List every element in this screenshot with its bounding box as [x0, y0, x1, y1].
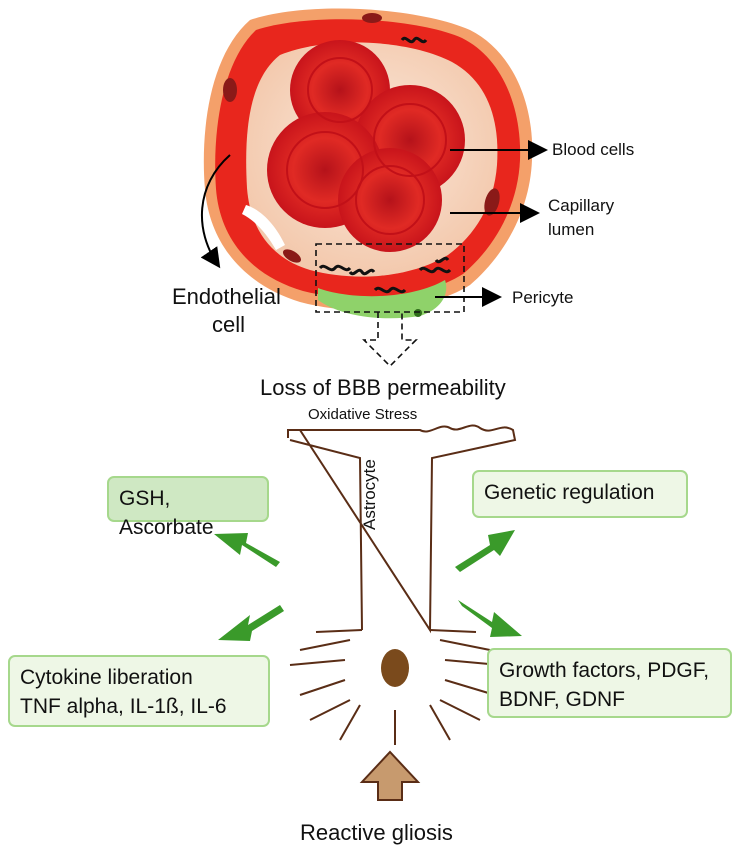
cytokine-box: Cytokine liberation TNF alpha, IL-1ß, IL… — [8, 655, 270, 727]
genetic-box: Genetic regulation — [472, 470, 688, 518]
astrocyte-icon — [287, 424, 517, 745]
growth-line-1: Growth factors, PDGF, — [499, 659, 710, 682]
cytokine-line-2: TNF alpha, IL-1ß, IL-6 — [20, 695, 227, 718]
capillary-label: Capillary — [548, 196, 615, 215]
reactive-gliosis-label: Reactive gliosis — [300, 820, 453, 845]
endothelial-label: Endothelial — [172, 284, 281, 309]
green-arrows — [214, 530, 522, 641]
lumen-label: lumen — [548, 220, 595, 239]
growth-box: Growth factors, PDGF, BDNF, GDNF — [487, 648, 732, 718]
genetic-text: Genetic regulation — [484, 481, 655, 504]
astrocyte-label: Astrocyte — [360, 459, 379, 530]
blood-cell-icon — [267, 40, 465, 252]
oxidative-stress-label: Oxidative Stress — [308, 406, 418, 423]
growth-line-2: BDNF, GDNF — [499, 688, 625, 711]
loss-bbb-label: Loss of BBB permeability — [260, 375, 506, 400]
endothelial-nucleus-icon — [223, 78, 237, 102]
pericyte-label: Pericyte — [512, 288, 574, 307]
cytokine-line-1: Cytokine liberation — [20, 666, 193, 689]
gsh-text: GSH, Ascorbate — [119, 487, 214, 539]
tight-junction-icon — [318, 36, 452, 294]
pericyte-icon — [318, 280, 447, 319]
cell-label: cell — [212, 312, 246, 337]
blood-cells-label: Blood cells — [552, 140, 635, 159]
up-arrow-icon — [359, 750, 421, 801]
gsh-box: GSH, Ascorbate — [107, 476, 269, 539]
